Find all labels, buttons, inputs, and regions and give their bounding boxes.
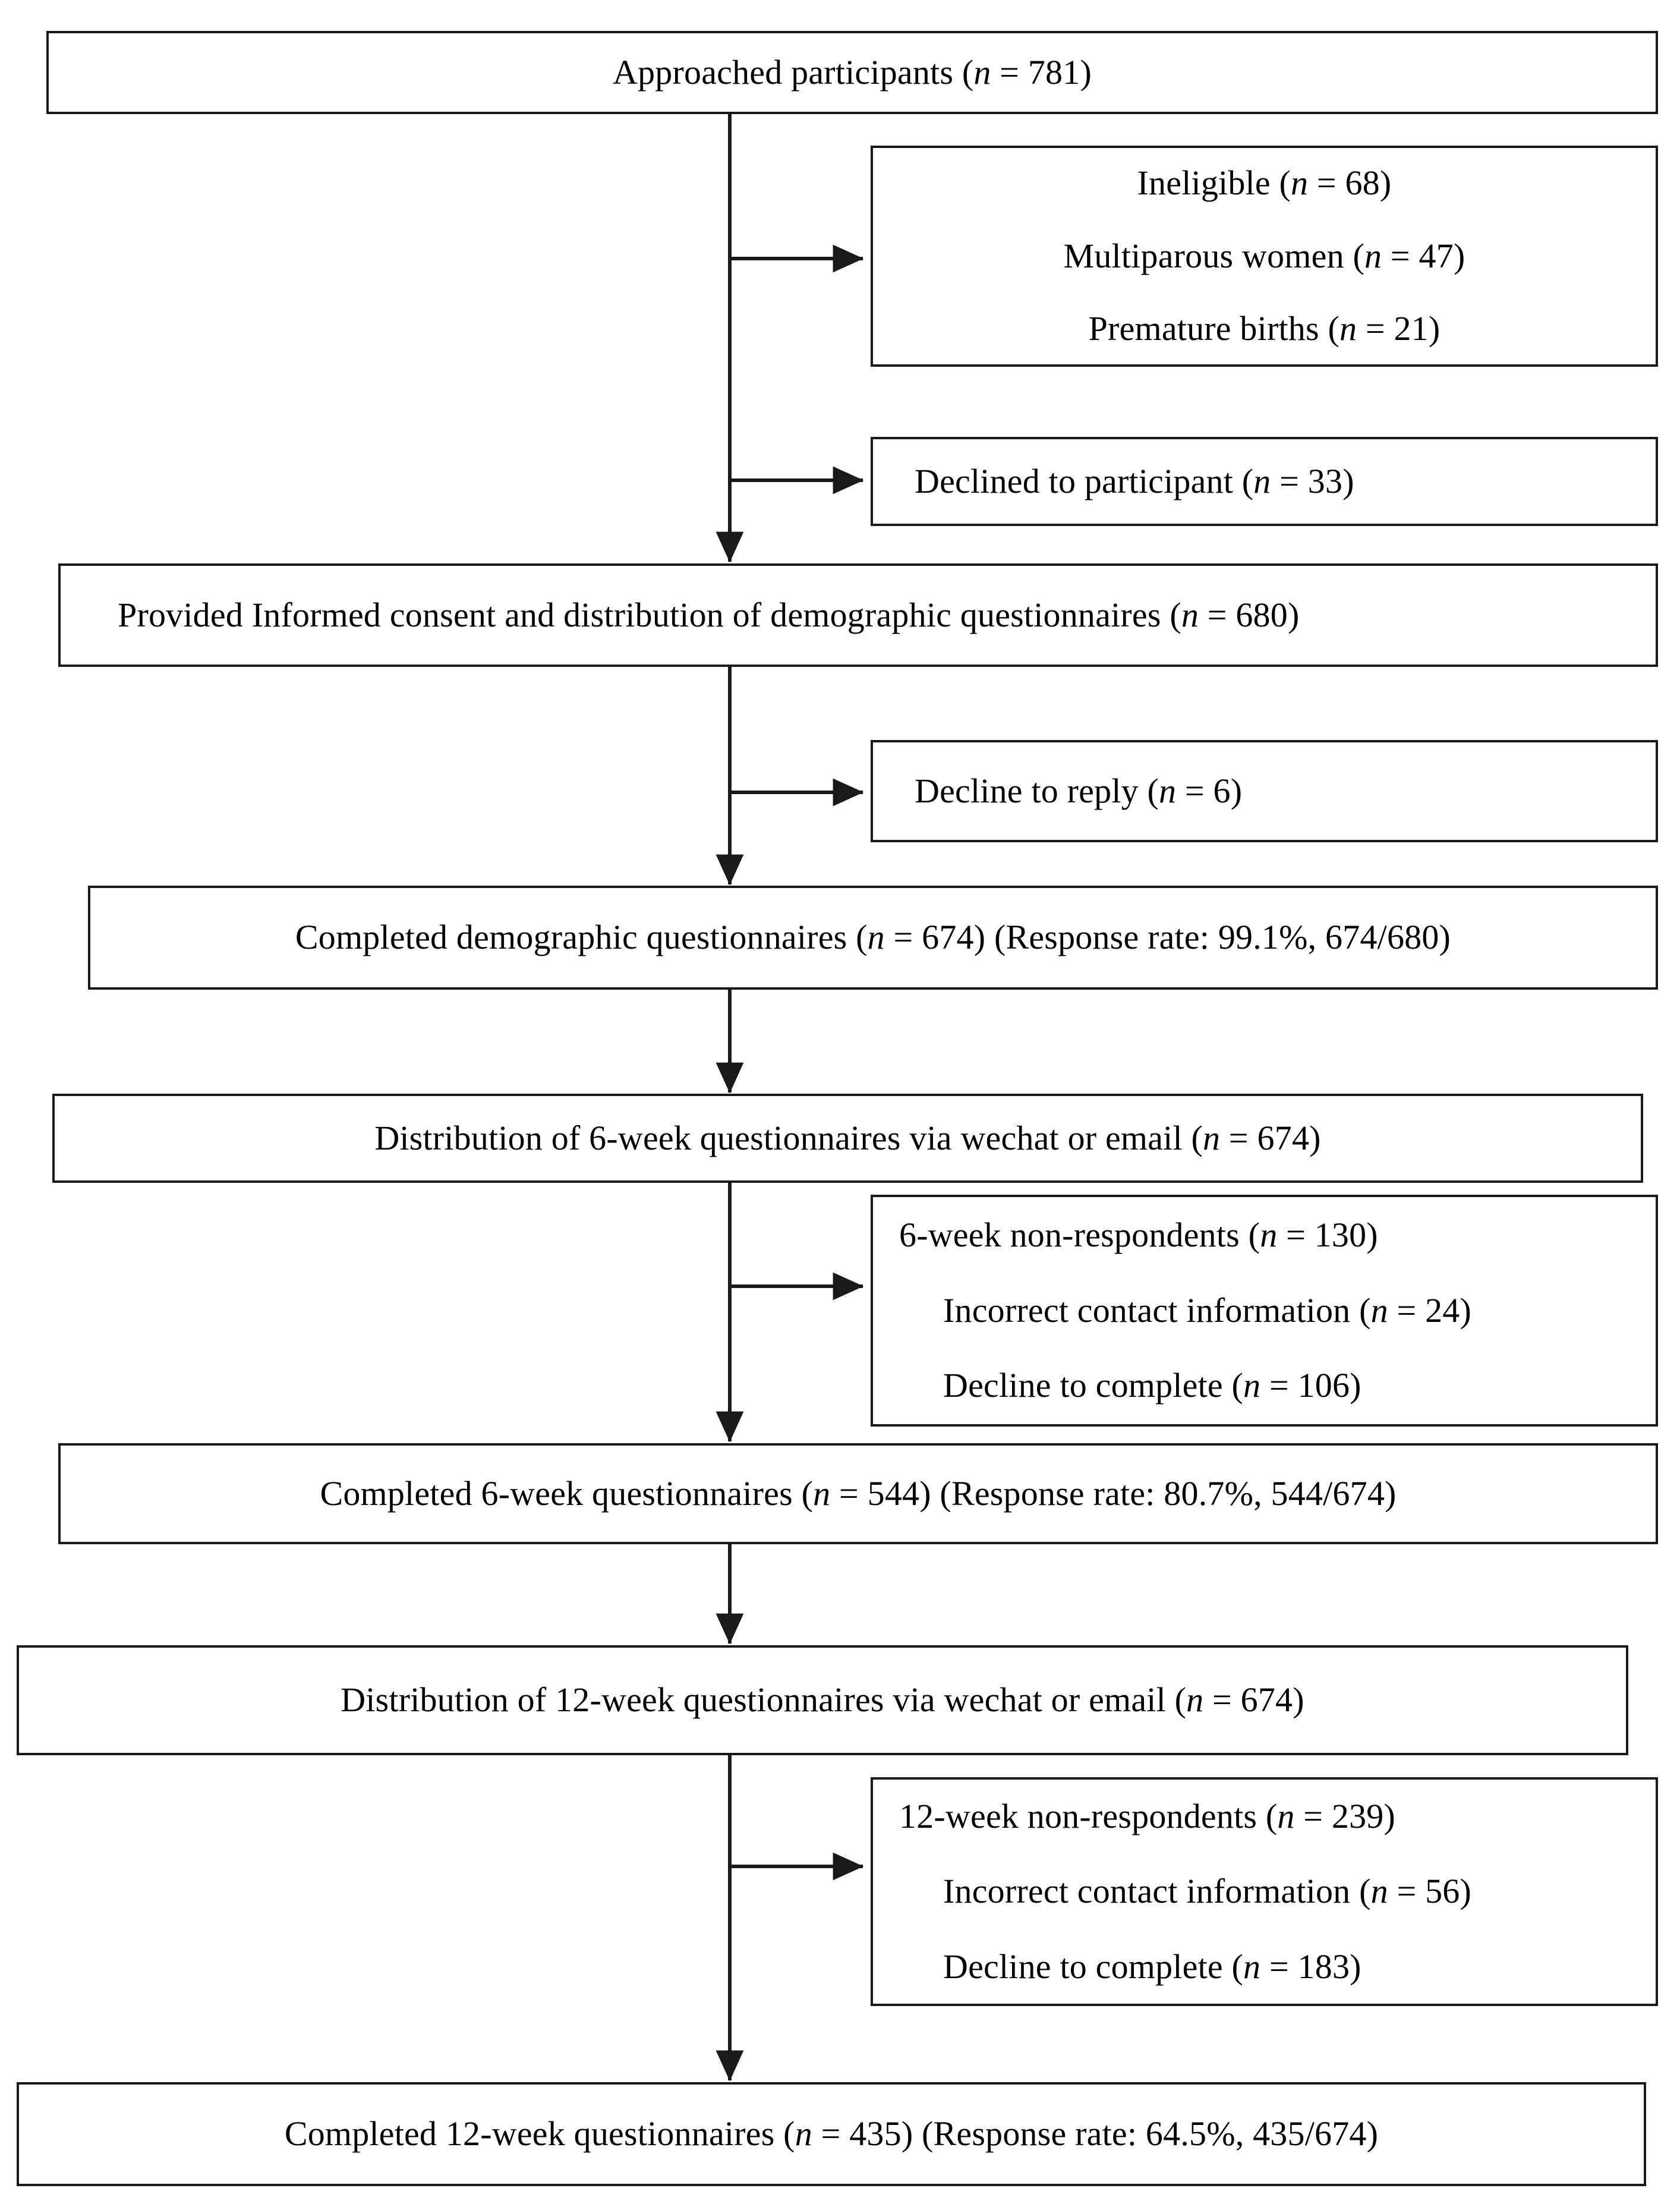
- italic-n: n: [1253, 461, 1271, 500]
- italic-n: n: [1243, 1366, 1261, 1405]
- node-approached-participants[interactable]: Approached participants (n = 781): [46, 31, 1658, 114]
- italic-n: n: [1181, 595, 1199, 634]
- italic-n: n: [1339, 309, 1357, 348]
- italic-n: n: [1370, 1872, 1388, 1911]
- italic-n: n: [1203, 1118, 1221, 1157]
- node-line: Declined to participant (n = 33): [915, 461, 1354, 500]
- node-line: Provided Informed consent and distributi…: [118, 595, 1300, 634]
- italic-n: n: [973, 52, 991, 92]
- italic-n: n: [867, 918, 885, 957]
- italic-n: n: [813, 1473, 831, 1513]
- node-declined-to-participant[interactable]: Declined to participant (n = 33): [871, 437, 1658, 526]
- italic-n: n: [1243, 1947, 1261, 1986]
- italic-n: n: [1364, 236, 1382, 275]
- node-6-week-non-respondents[interactable]: 6-week non-respondents (n = 130) Incorre…: [871, 1195, 1658, 1427]
- node-line: Distribution of 12-week questionnaires v…: [341, 1680, 1304, 1720]
- node-completed-demographic-questionnaires[interactable]: Completed demographic questionnaires (n …: [88, 886, 1658, 990]
- node-line: Ineligible (n = 68): [1137, 163, 1392, 203]
- node-line: Completed demographic questionnaires (n …: [295, 918, 1451, 957]
- node-12-week-non-respondents[interactable]: 12-week non-respondents (n = 239) Incorr…: [871, 1777, 1658, 2006]
- node-line: Approached participants (n = 781): [613, 52, 1092, 92]
- node-line: Decline to reply (n = 6): [915, 771, 1243, 810]
- node-completed-12-week-questionnaires[interactable]: Completed 12-week questionnaires (n = 43…: [17, 2082, 1646, 2186]
- italic-n: n: [1277, 1796, 1295, 1835]
- node-line: Incorrect contact information (n = 24): [943, 1290, 1472, 1330]
- node-line: Incorrect contact information (n = 56): [943, 1872, 1472, 1911]
- italic-n: n: [1370, 1290, 1388, 1330]
- node-line: Completed 6-week questionnaires (n = 544…: [320, 1473, 1397, 1513]
- italic-n: n: [795, 2114, 812, 2153]
- node-excluded-ineligible[interactable]: Ineligible (n = 68) Multiparous women (n…: [871, 146, 1658, 367]
- node-line: Multiparous women (n = 47): [1063, 236, 1465, 275]
- italic-n: n: [1260, 1216, 1278, 1255]
- node-line: 6-week non-respondents (n = 130): [899, 1216, 1378, 1255]
- node-decline-to-reply[interactable]: Decline to reply (n = 6): [871, 740, 1658, 842]
- italic-n: n: [1291, 163, 1309, 203]
- node-line: Completed 12-week questionnaires (n = 43…: [284, 2114, 1379, 2153]
- italic-n: n: [1186, 1680, 1204, 1720]
- italic-n: n: [1159, 771, 1177, 810]
- node-line: Decline to complete (n = 106): [943, 1366, 1361, 1405]
- node-line: Decline to complete (n = 183): [943, 1947, 1361, 1986]
- node-distribution-6-week-questionnaires[interactable]: Distribution of 6-week questionnaires vi…: [52, 1094, 1643, 1183]
- node-line: Distribution of 6-week questionnaires vi…: [374, 1118, 1321, 1157]
- node-provided-informed-consent[interactable]: Provided Informed consent and distributi…: [58, 563, 1658, 667]
- node-completed-6-week-questionnaires[interactable]: Completed 6-week questionnaires (n = 544…: [58, 1443, 1658, 1544]
- node-distribution-12-week-questionnaires[interactable]: Distribution of 12-week questionnaires v…: [17, 1645, 1628, 1755]
- node-line: 12-week non-respondents (n = 239): [899, 1796, 1396, 1835]
- node-line: Premature births (n = 21): [1088, 309, 1441, 348]
